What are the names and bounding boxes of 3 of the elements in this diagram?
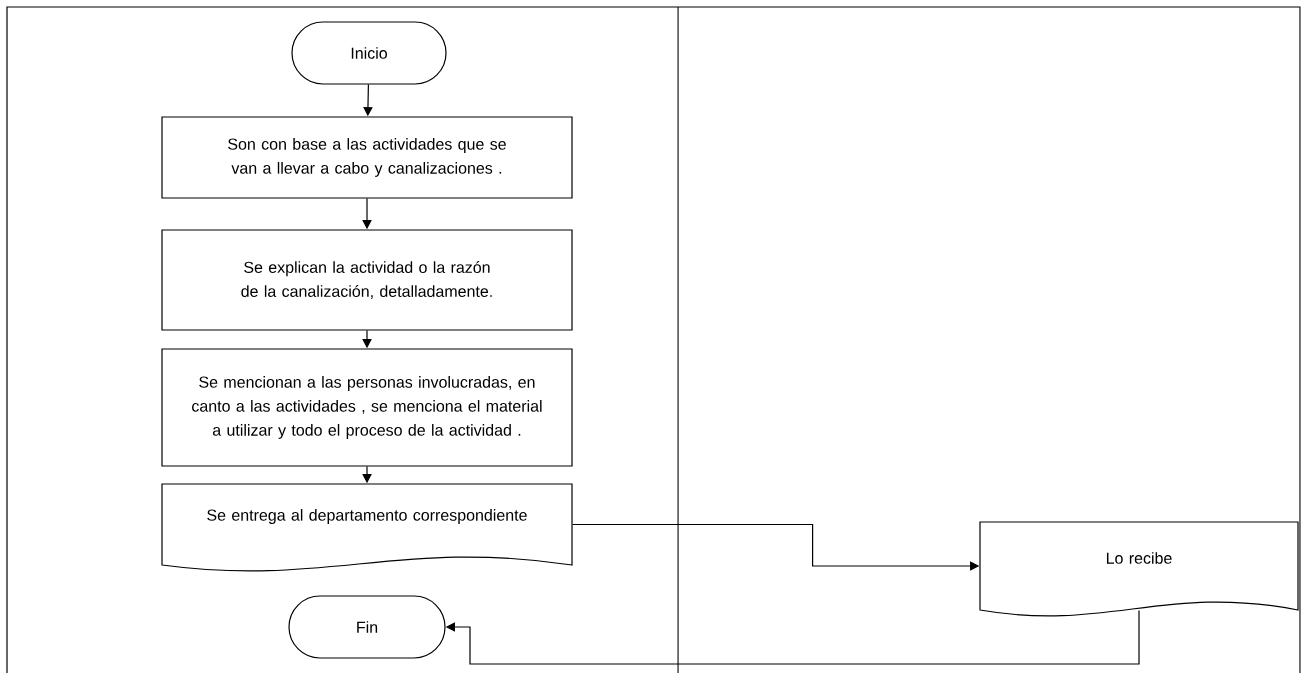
process-box: Se mencionan a las personas involucradas, en canto a las actividades , se menciona el material a utilizar y todo el proceso de la actividad .: [161, 348, 573, 467]
process-box: Se explican la actividad o la razón de la canalización, detalladamente.: [161, 229, 573, 331]
process-box: Son con base a las actividades que se van a llevar a cabo y canalizaciones .: [161, 116, 573, 199]
